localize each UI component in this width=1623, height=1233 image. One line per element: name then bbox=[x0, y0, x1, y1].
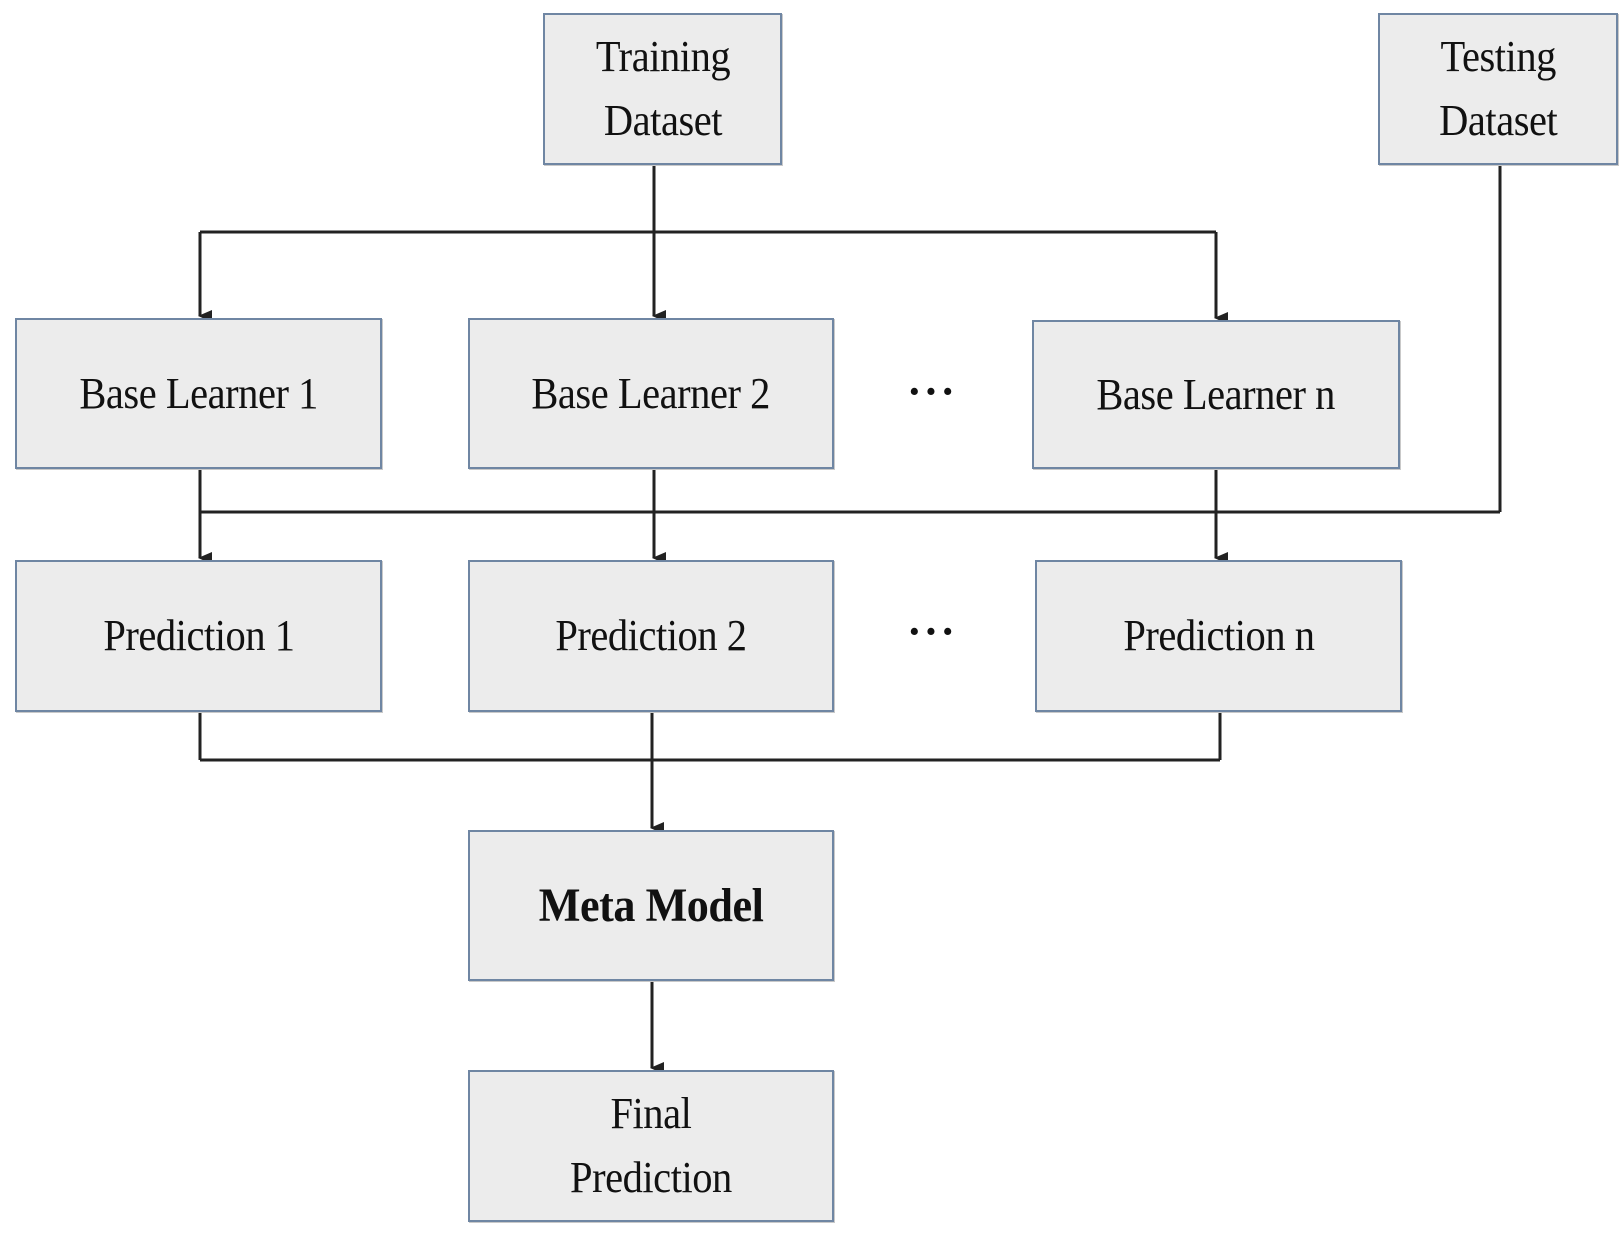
prediction-ellipsis: ··· bbox=[906, 607, 958, 656]
prediction-2-node: Prediction 2 bbox=[468, 560, 834, 712]
training-dataset-label: Training Dataset bbox=[595, 32, 730, 145]
prediction-1-node: Prediction 1 bbox=[15, 560, 382, 712]
final-prediction-node: Final Prediction bbox=[468, 1070, 834, 1222]
base-learner-n-node: Base Learner n bbox=[1032, 320, 1400, 469]
prediction-2-label: Prediction 2 bbox=[555, 611, 747, 661]
base-learner-ellipsis: ··· bbox=[906, 367, 958, 416]
base-learner-2-label: Base Learner 2 bbox=[531, 368, 771, 418]
meta-model-label: Meta Model bbox=[538, 878, 764, 932]
prediction-1-label: Prediction 1 bbox=[102, 611, 295, 661]
testing-dataset-label: Testing Dataset bbox=[1438, 32, 1558, 145]
base-learner-1-label: Base Learner 1 bbox=[79, 368, 318, 418]
base-learner-2-node: Base Learner 2 bbox=[468, 318, 834, 469]
final-prediction-label: Final Prediction bbox=[570, 1089, 732, 1202]
base-learner-n-label: Base Learner n bbox=[1096, 369, 1336, 419]
base-learner-1-node: Base Learner 1 bbox=[15, 318, 382, 469]
training-dataset-node: Training Dataset bbox=[543, 13, 782, 165]
prediction-n-node: Prediction n bbox=[1035, 560, 1402, 712]
meta-model-node: Meta Model bbox=[468, 830, 834, 981]
testing-dataset-node: Testing Dataset bbox=[1378, 13, 1618, 165]
prediction-n-label: Prediction n bbox=[1122, 611, 1315, 661]
